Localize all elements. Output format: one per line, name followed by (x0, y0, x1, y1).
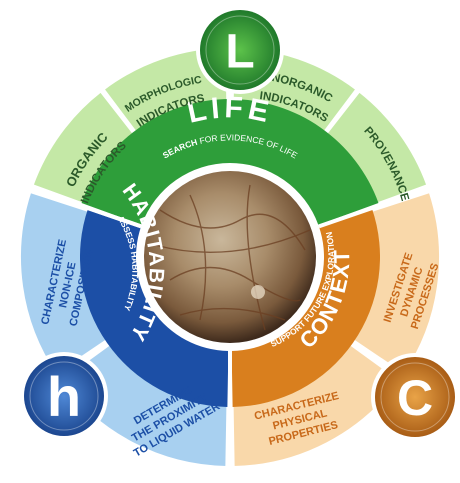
moon-crack (154, 229, 311, 253)
habitability-badge-icon: h (20, 352, 108, 440)
life-title: LIFE (184, 91, 275, 130)
life-badge-icon-disc (200, 10, 280, 90)
context-badge-icon-disc (375, 357, 455, 437)
habitability-badge-icon-pattern (29, 361, 99, 431)
habitability-badge-icon-disc (24, 356, 104, 436)
moon-crack (169, 266, 301, 302)
context-badge-icon-pattern (380, 362, 450, 432)
life-badge-icon: L (196, 6, 284, 94)
moon-bright-spot (251, 285, 265, 299)
band-context (231, 208, 380, 407)
goal-divider (28, 186, 142, 229)
europa-moon-image (144, 171, 316, 343)
moon-crack (179, 307, 286, 321)
life-title-path: LIFE (184, 91, 271, 130)
goal-divider (318, 186, 432, 229)
moon-crack (159, 209, 306, 251)
moon-crack (189, 194, 207, 321)
habitability-badge-icon-letter: h (47, 365, 81, 428)
band-habitability (79, 208, 229, 407)
band-life (81, 99, 379, 225)
life-badge-icon-pattern (205, 15, 275, 85)
moon-surface-lines (154, 184, 311, 331)
life-badge-icon-letter: L (225, 25, 254, 78)
context-badge-icon-letter: C (397, 370, 433, 426)
context-badge-icon: C (371, 353, 459, 441)
